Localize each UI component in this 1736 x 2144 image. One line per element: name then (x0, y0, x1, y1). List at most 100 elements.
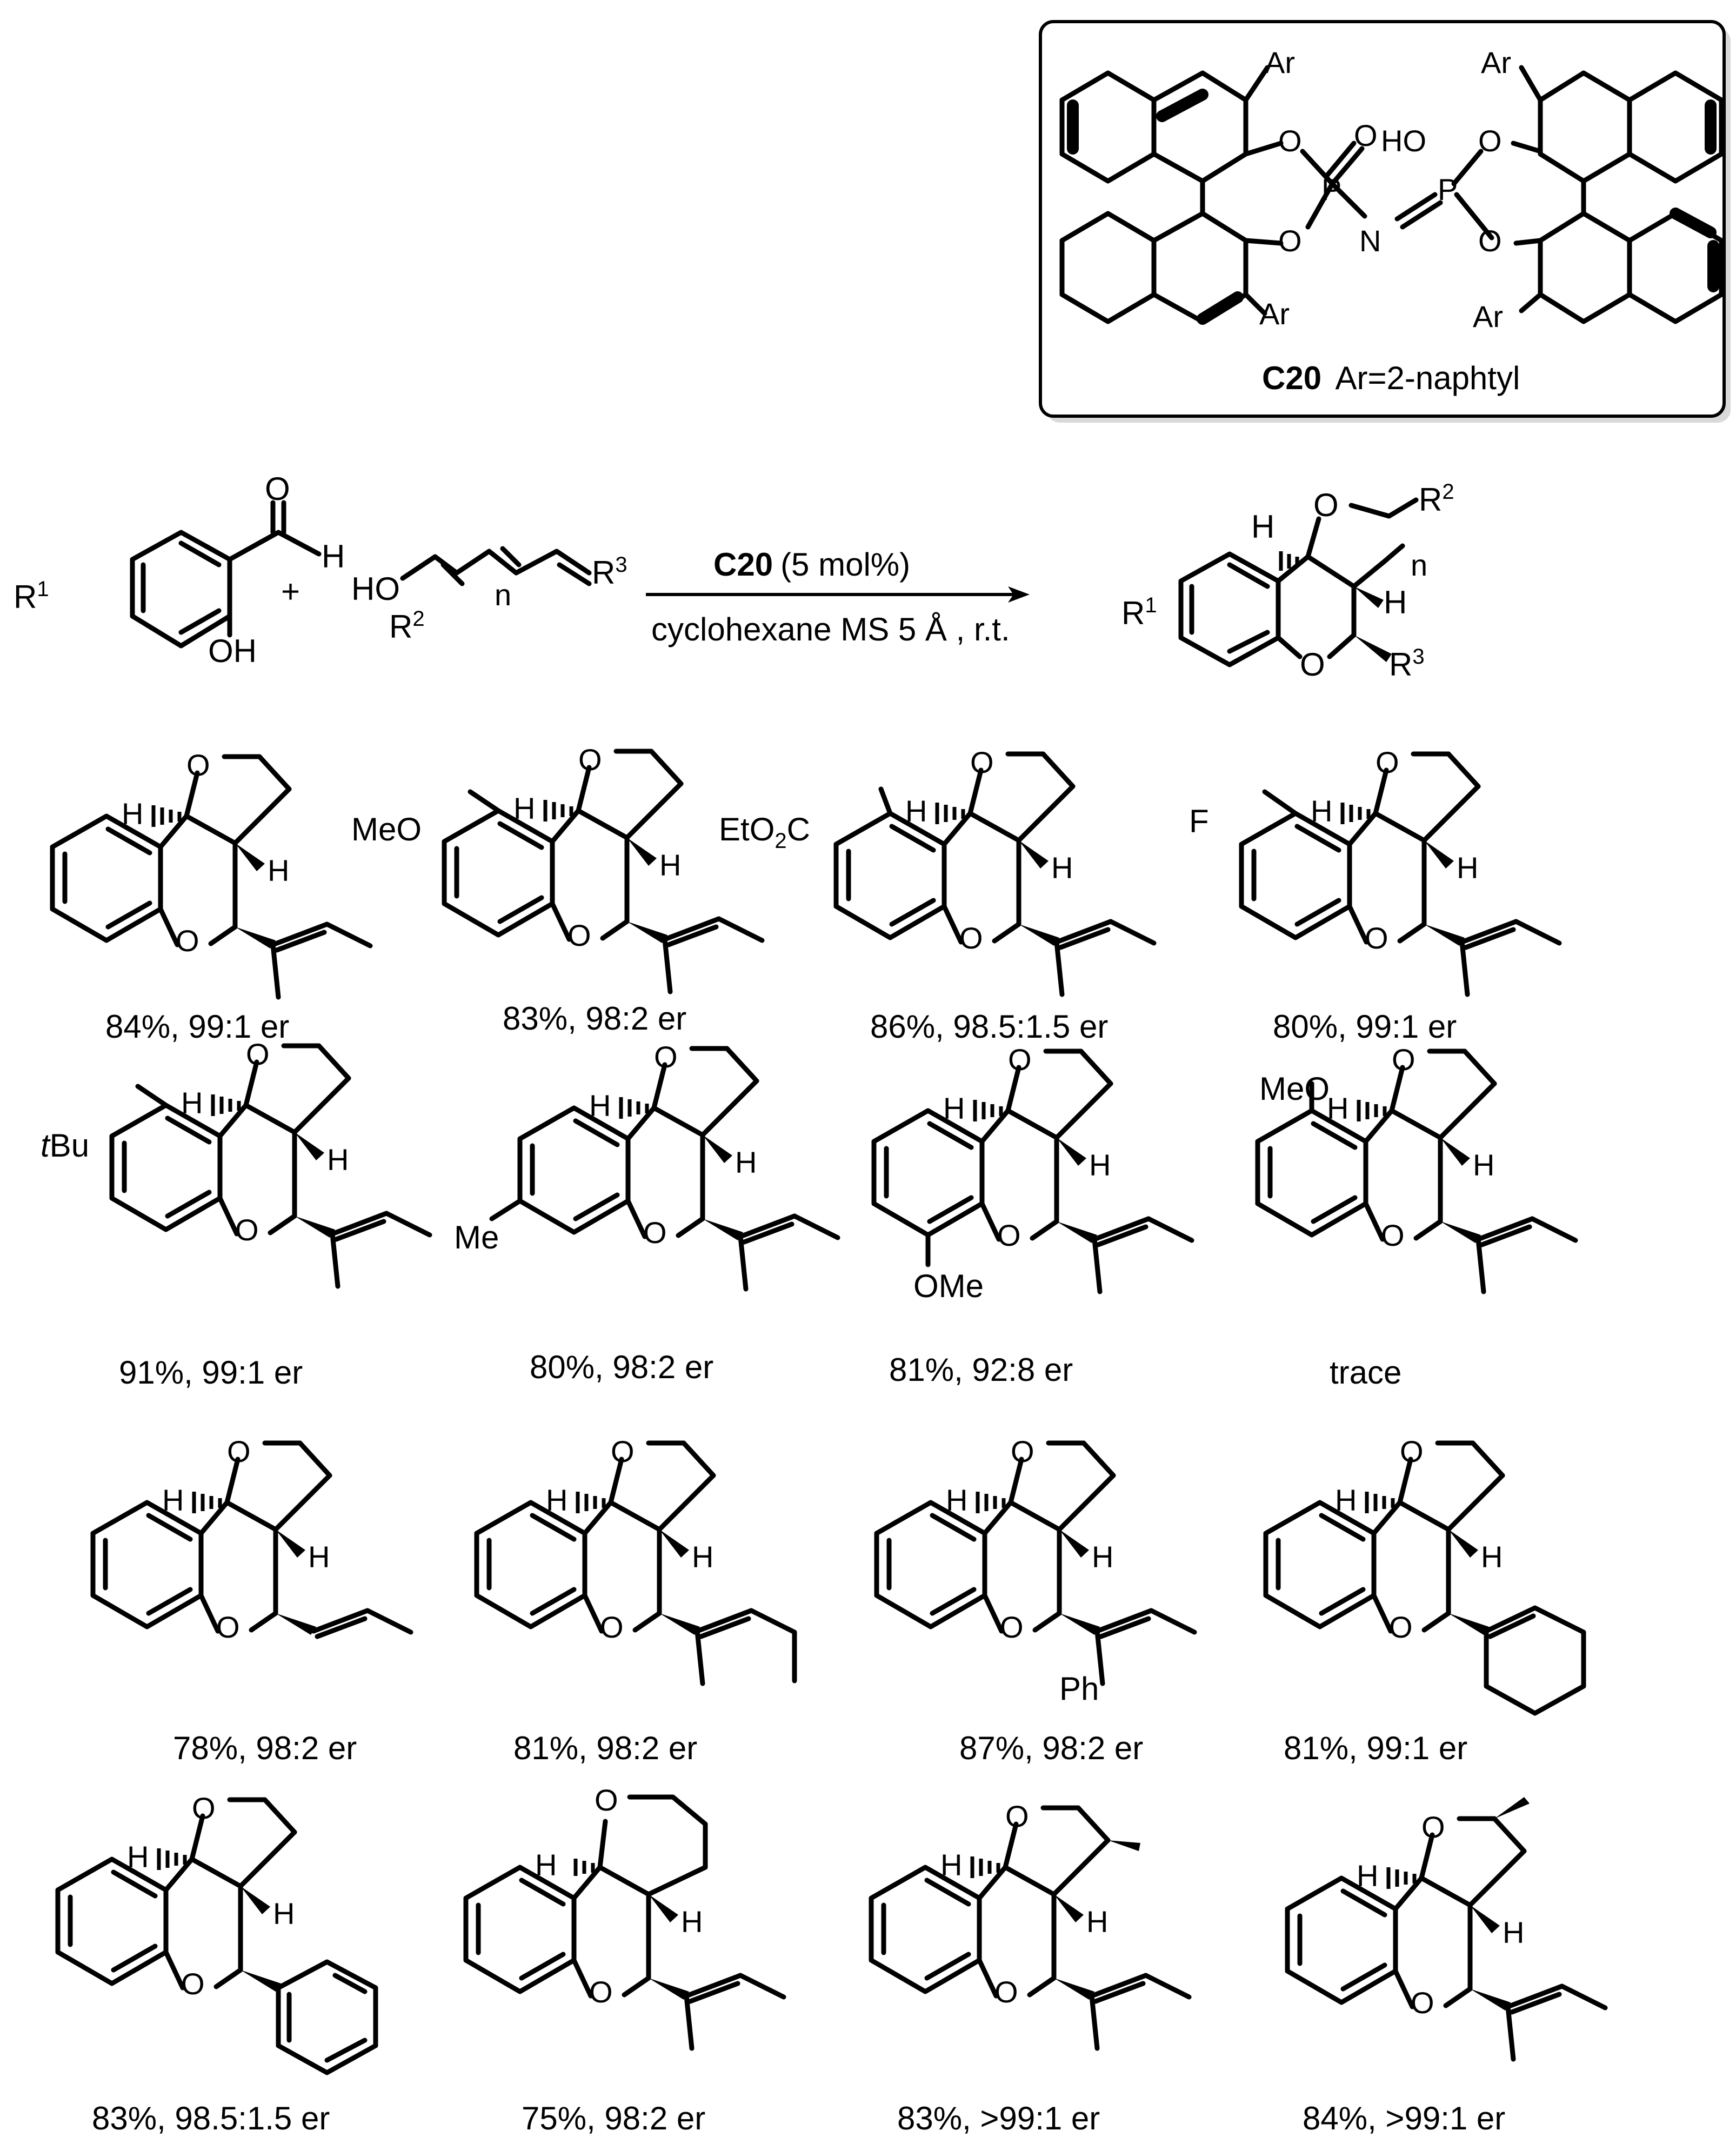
compound-c7-substituent: OMe (913, 1268, 984, 1304)
svg-text:tBu: tBu (41, 1127, 89, 1164)
compound-c5-substituent: Bu (50, 1127, 89, 1164)
catalyst-o-label-5: O (1478, 224, 1502, 258)
product-r1-sup: 1 (1145, 593, 1157, 617)
compound-c7-yield: 81%, 92:8 er (889, 1352, 1073, 1388)
catalyst-ho-label: HO (1381, 124, 1426, 158)
compound-c16-yield: 84%, >99:1 er (1303, 2100, 1505, 2136)
product-r2-sup: 2 (1442, 480, 1454, 504)
compound-c9-yield: 78%, 98:2 er (173, 1730, 357, 1766)
product-n: n (1411, 548, 1427, 582)
compound-c11-substituent: Ph (1059, 1671, 1099, 1707)
catalyst-o-label-2: O (1278, 224, 1302, 258)
svg-text:R3: R3 (592, 553, 627, 591)
svg-text:C20(5 mol%): C20(5 mol%) (713, 546, 910, 583)
reactant2-r2-sup: 2 (412, 607, 424, 631)
product-h2: H (1384, 584, 1407, 620)
compound-c13 (58, 1791, 378, 2075)
compound-c9 (93, 1434, 413, 1644)
product-o-top: O (1313, 487, 1339, 523)
reactant-alkenol: HO R2 n R3 (351, 546, 627, 645)
reactant2-r2: R (389, 609, 412, 645)
compound-c16 (1287, 1797, 1605, 2059)
compound-c3-yield: 86%, 98.5:1.5 er (870, 1008, 1108, 1045)
product-r1: R (1121, 595, 1145, 631)
reactant1-r1: R (14, 579, 37, 615)
compound-c14-h-top: H (535, 1848, 557, 1882)
compound-c8 (1258, 1043, 1575, 1292)
catalyst-ar-label-2: Ar (1259, 297, 1290, 331)
compound-c7 (874, 1043, 1192, 1292)
reactant2-r3: R (592, 555, 615, 591)
svg-text:R1: R1 (1121, 593, 1157, 631)
catalyst-description: Ar=2-naphtyl (1335, 360, 1520, 396)
compound-c1 (52, 748, 370, 997)
product-general-structure: H O R2 n H R1 O R3 (1121, 480, 1454, 683)
reactant1-r1-sup: 1 (37, 577, 49, 601)
compound-c14-o-top: O (595, 1783, 618, 1817)
svg-text:R2: R2 (1419, 480, 1454, 518)
reactant2-n: n (495, 578, 511, 612)
reactant-salicylaldehyde: R1 O H OH (14, 471, 345, 669)
compound-c14-yield: 75%, 98:2 er (522, 2100, 705, 2136)
compound-c12 (1266, 1434, 1586, 1716)
compound-c5-substituent-italic: t (41, 1127, 51, 1164)
compound-c2-substituent: MeO (351, 811, 422, 847)
product-h1: H (1251, 509, 1274, 545)
reactant1-oh: OH (208, 633, 257, 669)
compound-c2 (444, 743, 762, 992)
compound-c5 (112, 1037, 430, 1286)
compound-c15-yield: 83%, >99:1 er (897, 2100, 1100, 2136)
reactant2-r3-sup: 3 (615, 553, 627, 577)
compound-c10-yield: 81%, 98:2 er (513, 1730, 697, 1766)
svg-text:EtO2C: EtO2C (719, 811, 810, 853)
catalyst-n-label: N (1359, 224, 1381, 258)
reactant1-h: H (322, 538, 345, 575)
compound-c3-sub-tail: C (787, 811, 810, 847)
product-o-bottom: O (1300, 646, 1325, 683)
compound-c4-yield: 80%, 99:1 er (1273, 1008, 1457, 1045)
catalyst-ar-label-4: Ar (1473, 299, 1503, 333)
compound-c14: O O H H (463, 1783, 784, 2048)
catalyst-o-label-1: O (1278, 124, 1302, 158)
reagent-catalyst: C20 (713, 546, 773, 583)
compound-c3 (836, 745, 1154, 994)
catalyst-name: C20 (1262, 360, 1321, 396)
product-r3: R (1389, 646, 1412, 683)
compound-c12-yield: 81%, 99:1 er (1284, 1730, 1467, 1766)
compound-c6-yield: 80%, 98:2 er (530, 1349, 713, 1385)
compound-c13-yield: 83%, 98.5:1.5 er (92, 2100, 330, 2136)
compound-c4 (1241, 745, 1559, 994)
reaction-scheme: R1 O H OH + HO R2 n R3 C20(5 mol%) cyclo… (14, 471, 1454, 683)
compound-c11-yield: 87%, 98:2 er (959, 1730, 1143, 1766)
catalyst-structure: Ar Ar Ar Ar O O P O N HO P O O (1059, 45, 1724, 333)
compound-c15 (871, 1799, 1189, 2048)
plus-sign: + (281, 573, 300, 610)
compound-c14-h-right: H (681, 1905, 703, 1939)
svg-text:R3: R3 (1389, 645, 1425, 683)
svg-text:C20 Ar=2-naphtyl: C20 Ar=2-naphtyl (1262, 360, 1520, 396)
compound-c3-substituent: EtO (719, 811, 774, 847)
catalyst-o-label-3: O (1354, 118, 1378, 152)
product-r2: R (1419, 482, 1442, 518)
compound-c6 (489, 1040, 838, 1289)
svg-text:R2: R2 (389, 607, 425, 645)
catalyst-p-label-2: P (1438, 172, 1458, 206)
reagent-loading: (5 mol%) (780, 546, 910, 583)
catalyst-ar-label-3: Ar (1481, 45, 1511, 79)
catalyst-box: Ar Ar Ar Ar O O P O N HO P O O C20 Ar=2-… (1039, 20, 1731, 423)
compound-c3-sub-index: 2 (774, 829, 786, 853)
catalyst-ar-label-1: Ar (1265, 45, 1295, 79)
catalyst-p-label-1: P (1321, 172, 1341, 206)
compound-c6-substituent: Me (454, 1219, 499, 1255)
product-r3-sup: 3 (1412, 645, 1424, 669)
compound-c8-substituent: MeO (1259, 1071, 1330, 1107)
svg-text:R1: R1 (14, 577, 49, 615)
reaction-arrow (646, 586, 1030, 603)
reactant1-o: O (265, 471, 290, 507)
reactant2-ho: HO (351, 571, 400, 607)
compound-c4-substituent: F (1189, 803, 1209, 839)
compound-c5-yield: 91%, 99:1 er (119, 1354, 303, 1391)
reaction-conditions: cyclohexane MS 5 Å , r.t. (651, 611, 1010, 647)
compound-c14-o-bottom: O (589, 1975, 613, 2009)
